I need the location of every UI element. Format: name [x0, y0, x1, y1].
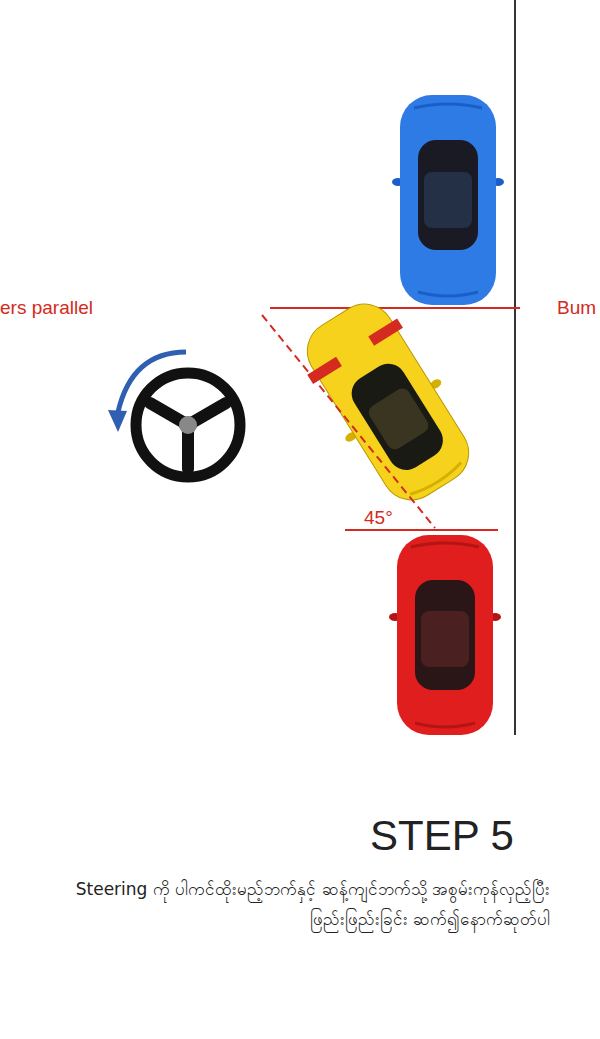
red-car	[389, 535, 501, 735]
angle-line	[262, 315, 435, 528]
steering-wheel	[136, 373, 240, 477]
bumper-line	[270, 307, 520, 309]
annotation-label: ers parallel	[0, 297, 93, 319]
angle-baseline	[345, 529, 498, 531]
step-title: STEP 5	[370, 812, 514, 860]
reference-mark	[307, 357, 342, 384]
instruction-text: Steering ကို ပါကင်ထိုးမည့်ဘက်နှင့် ဆန့်က…	[70, 874, 550, 934]
turn-arrow	[108, 352, 186, 432]
annotation-label: 45°	[362, 507, 395, 529]
kerb-line	[514, 0, 516, 735]
yellow-car	[288, 288, 489, 517]
reference-mark	[368, 318, 403, 345]
annotation-label: Bum	[557, 297, 596, 319]
blue-car	[392, 95, 504, 305]
